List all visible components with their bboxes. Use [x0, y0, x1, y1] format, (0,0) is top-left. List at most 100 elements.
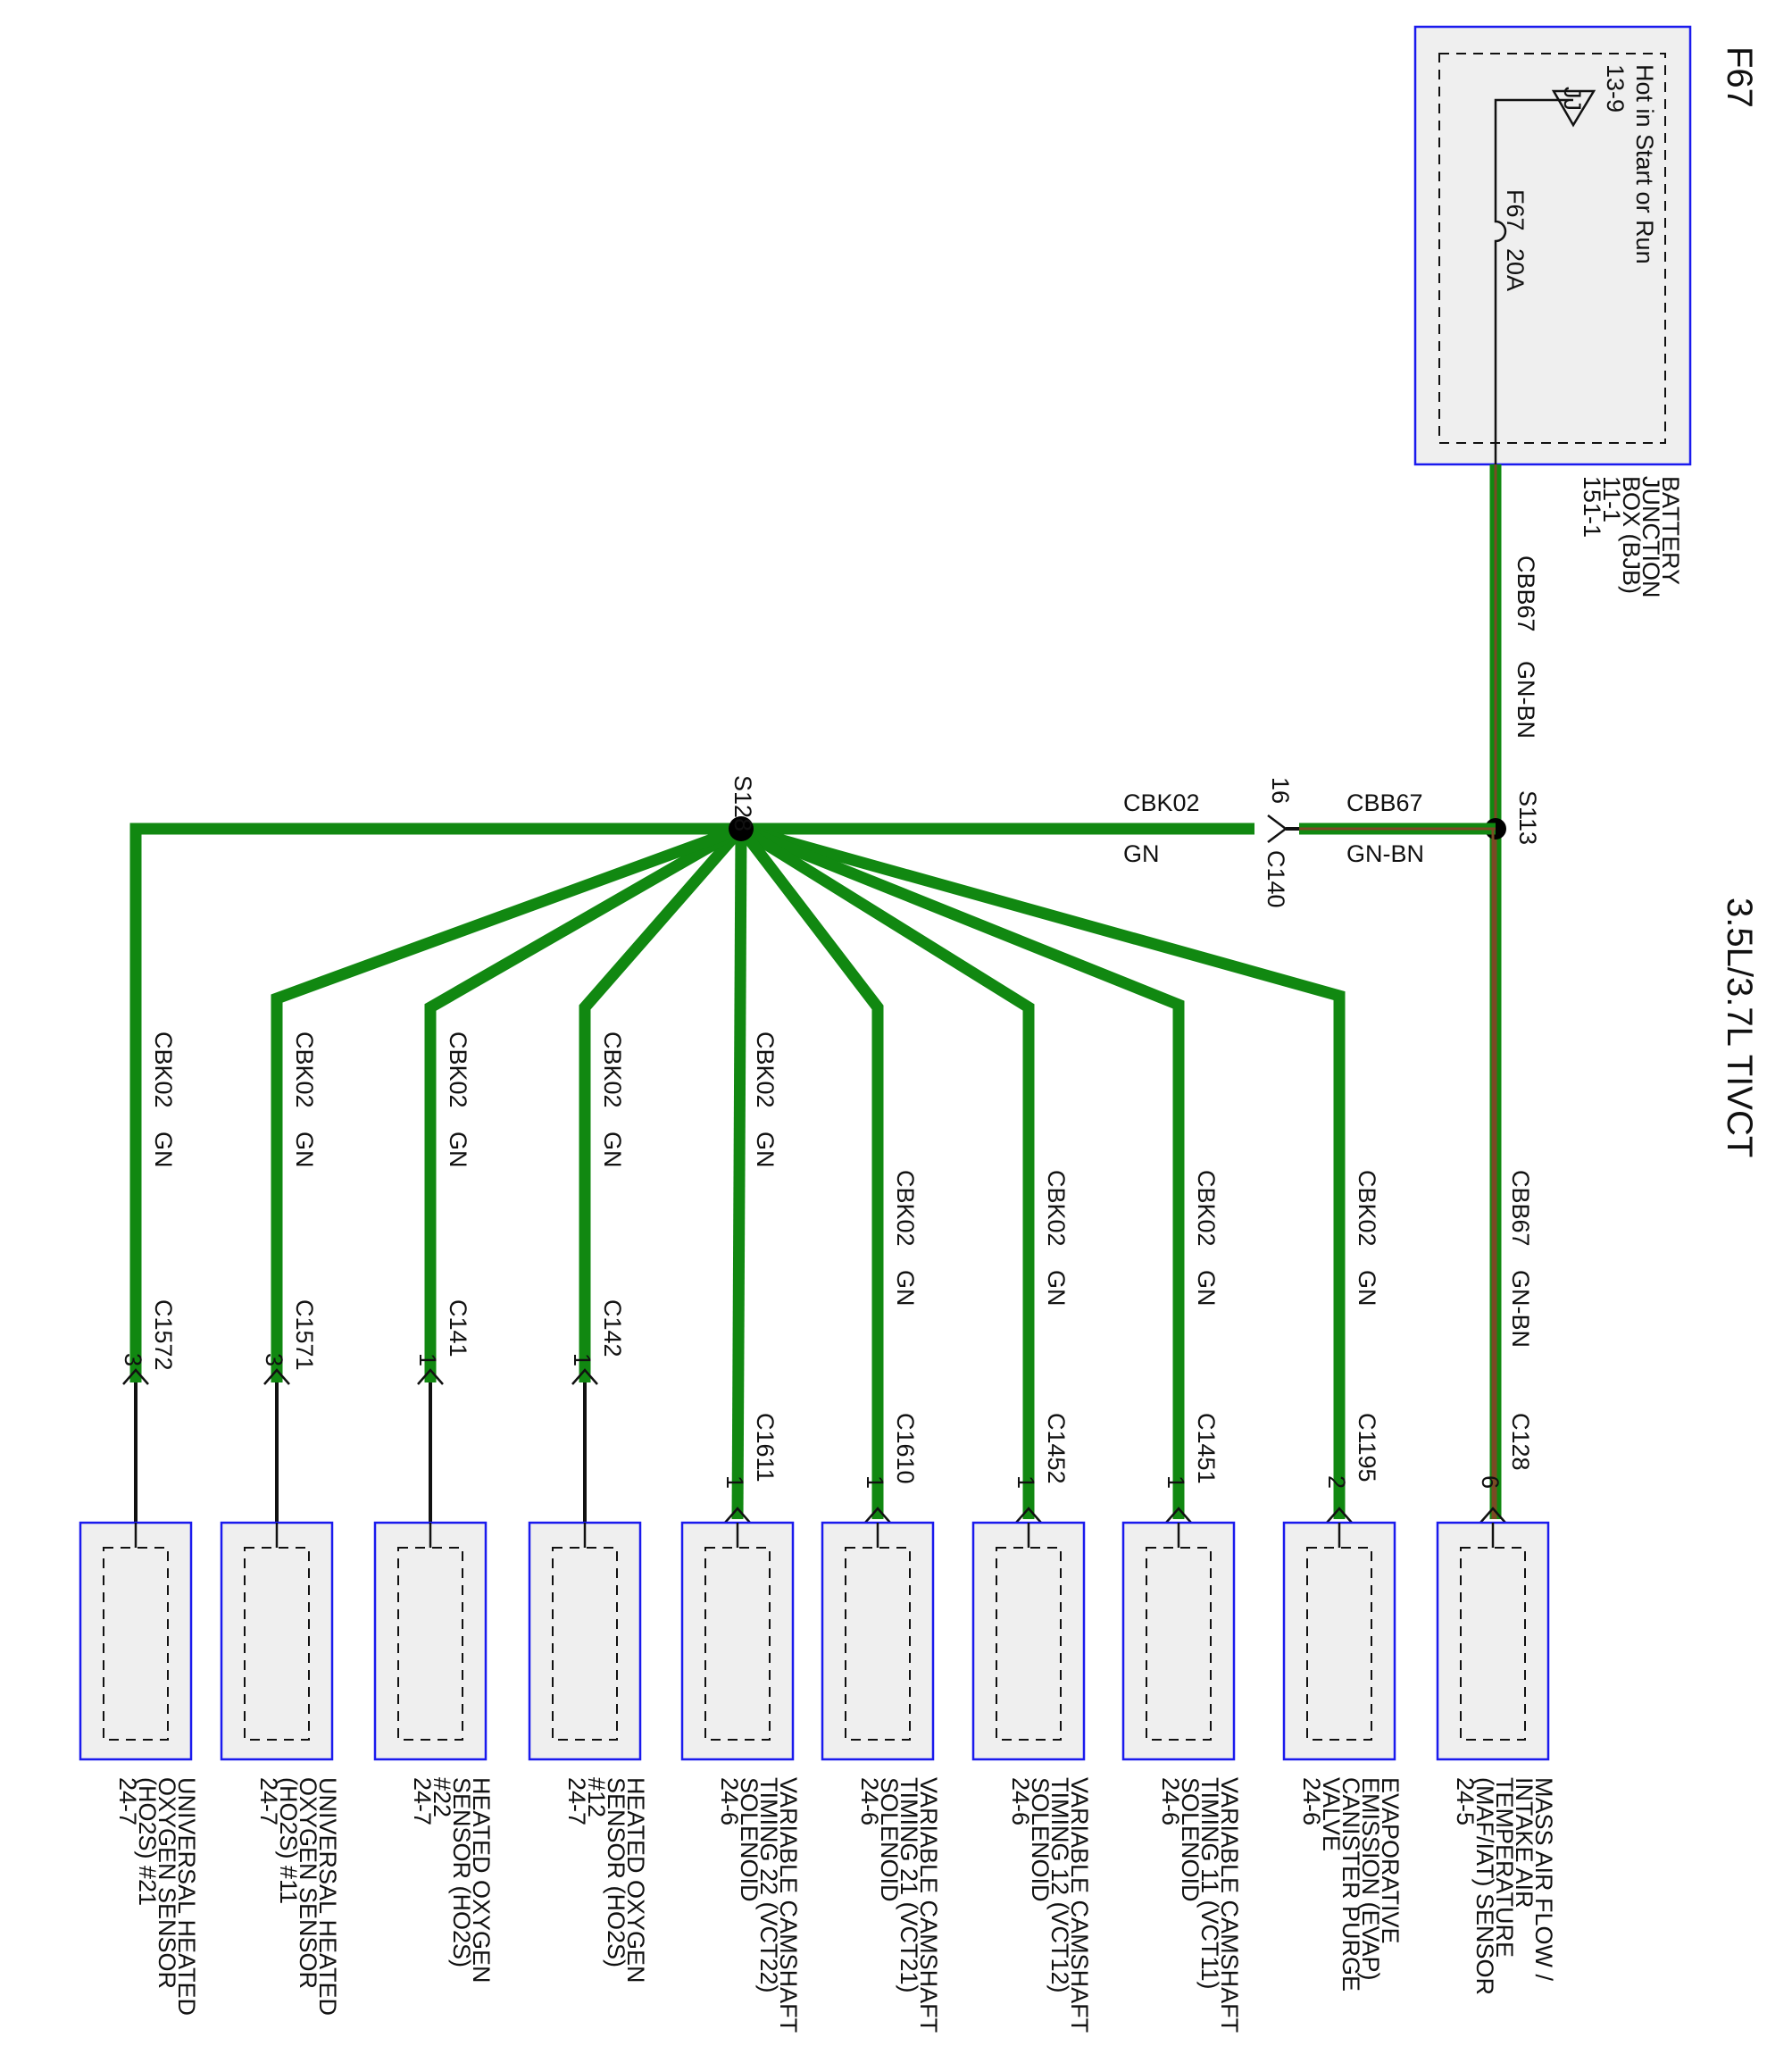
- component-name-line: CANISTER PURGE: [1338, 1777, 1364, 1992]
- bus-arrow-icon: [1551, 89, 1596, 128]
- bjb-label-line: 11-1: [1598, 476, 1625, 522]
- connector-pin: 3: [261, 1353, 288, 1366]
- wire-circuit-label: CBK02: [892, 1170, 919, 1247]
- branch-wire-vct12: [738, 823, 1035, 1519]
- branch-wire-ho2s22: [424, 823, 745, 1382]
- connector-pin: 1: [721, 1475, 748, 1489]
- branch-wire-vct21: [736, 825, 884, 1519]
- bus-marker: JJ: [1559, 87, 1586, 111]
- component-name-line: TIMING 12 (VCT12): [1046, 1777, 1073, 1993]
- component-name-line: SENSOR (HO2S): [448, 1777, 475, 1967]
- wire-color-label: GN-BN: [1507, 1270, 1534, 1348]
- component-name-line: EMISSION (EVAP): [1357, 1777, 1384, 1981]
- connector-icon: [864, 1507, 891, 1524]
- connector-label: C1611: [752, 1413, 779, 1483]
- connector-pin: 1: [414, 1353, 441, 1366]
- connector-icon: [263, 1368, 290, 1385]
- component-name-line: 24-6: [1157, 1777, 1184, 1825]
- connector-label: C1195: [1354, 1413, 1380, 1483]
- connector-icon: [1326, 1507, 1353, 1524]
- component-box: [373, 1521, 488, 1761]
- connector-label: C1452: [1043, 1413, 1070, 1484]
- bjb-label-line: JUNCTION: [1638, 476, 1664, 598]
- connector-label: C128: [1507, 1413, 1534, 1471]
- wire-circuit-label: CBB67: [1507, 1170, 1534, 1247]
- connector-pin: 1: [569, 1353, 596, 1366]
- wire-circuit-label: CBK02: [1043, 1170, 1070, 1247]
- branch-wire-uho2s11: [271, 823, 744, 1382]
- component-name-line: 24-5: [1452, 1777, 1479, 1825]
- component-name-line: (HO2S) #21: [134, 1777, 161, 1906]
- bjb-label-line: 151-1: [1579, 476, 1605, 538]
- connector-label: C142: [599, 1299, 626, 1357]
- component-name-line: SOLENOID: [1027, 1777, 1054, 1902]
- connector-icon: [1165, 1507, 1192, 1524]
- component-name-line: INTAKE AIR: [1511, 1777, 1538, 1908]
- wire-circuit-label: CBK02: [291, 1032, 318, 1108]
- connector-icon: [1015, 1507, 1042, 1524]
- trunk-color-upper: GN-BN: [1513, 661, 1539, 739]
- branch-wire-vct22: [731, 828, 747, 1520]
- connector-icon: [571, 1368, 598, 1385]
- wire-color-label: GN: [445, 1132, 471, 1168]
- branch-wire-vct11: [738, 823, 1185, 1519]
- component-name-line: OXYGEN SENSOR: [154, 1777, 180, 1989]
- component-name-line: VALVE: [1318, 1777, 1345, 1851]
- engine-title: 3.5L/3.7L TIVCT: [1720, 898, 1759, 1157]
- component-name-line: 24-7: [563, 1777, 590, 1825]
- wire-circuit-label: CBK02: [150, 1032, 177, 1108]
- fuse-label: F67: [1502, 189, 1529, 231]
- component-box: [971, 1521, 1086, 1761]
- component-name-line: MASS AIR FLOW /: [1530, 1777, 1557, 1982]
- connector-icon: [417, 1368, 444, 1385]
- connector-label: C1572: [150, 1299, 177, 1371]
- component-name-line: 24-6: [1007, 1777, 1034, 1825]
- connector-c140-label: C140: [1263, 850, 1289, 908]
- branch-wires: [129, 823, 1495, 1520]
- wire-circuit-label: CBK02: [1354, 1170, 1380, 1247]
- branch-wire-uho2s21: [129, 823, 741, 1382]
- connector-pin: 1: [1163, 1475, 1189, 1489]
- feed-color: GN: [1123, 840, 1160, 867]
- component-name-line: #22: [429, 1777, 455, 1817]
- component-name-line: EVAPORATIVE: [1377, 1777, 1404, 1944]
- component-name-line: VARIABLE CAMSHAFT: [775, 1777, 802, 2033]
- component-box: [528, 1521, 642, 1761]
- wire-color-label: GN: [1043, 1270, 1070, 1307]
- fuse-supply-line2: 13-9: [1602, 64, 1629, 113]
- connector-pin: 1: [1013, 1475, 1039, 1489]
- component-name-line: TEMPERATURE: [1491, 1777, 1518, 1958]
- connector-pin: 1: [862, 1475, 888, 1489]
- component-name-line: 24-6: [716, 1777, 743, 1825]
- battery-junction-box: JJ Hot in Start or Run 13-9 F67 20A: [1413, 25, 1692, 466]
- component-name-line: SOLENOID: [736, 1777, 763, 1902]
- connector-c140-icon: [1267, 814, 1288, 843]
- connector-icon: [1479, 1507, 1506, 1524]
- wire-color-label: GN: [599, 1132, 626, 1168]
- connector-label: C1610: [892, 1413, 919, 1484]
- component-name-line: SOLENOID: [1177, 1777, 1204, 1902]
- component-name-line: (HO2S) #11: [275, 1777, 302, 1904]
- component-name-line: #12: [583, 1777, 610, 1817]
- connector-label: C141: [445, 1299, 471, 1357]
- component-name-line: TIMING 11 (VCT11): [1196, 1777, 1223, 1990]
- component-name-line: HEATED OXYGEN: [622, 1777, 649, 1984]
- connector-icon: [724, 1507, 751, 1524]
- connector-icon: [122, 1368, 149, 1385]
- branch-wire-evap: [739, 823, 1346, 1519]
- component-name-line: 24-7: [409, 1777, 436, 1825]
- run-circuit: CBB67: [1346, 789, 1423, 816]
- component-box: [821, 1521, 935, 1761]
- splice-s128-label: S128: [729, 775, 756, 831]
- wire-circuit-label: CBK02: [445, 1032, 471, 1108]
- connector-label: C1451: [1193, 1413, 1220, 1484]
- component-box: [680, 1521, 795, 1761]
- fuse-title: F67: [1720, 46, 1759, 108]
